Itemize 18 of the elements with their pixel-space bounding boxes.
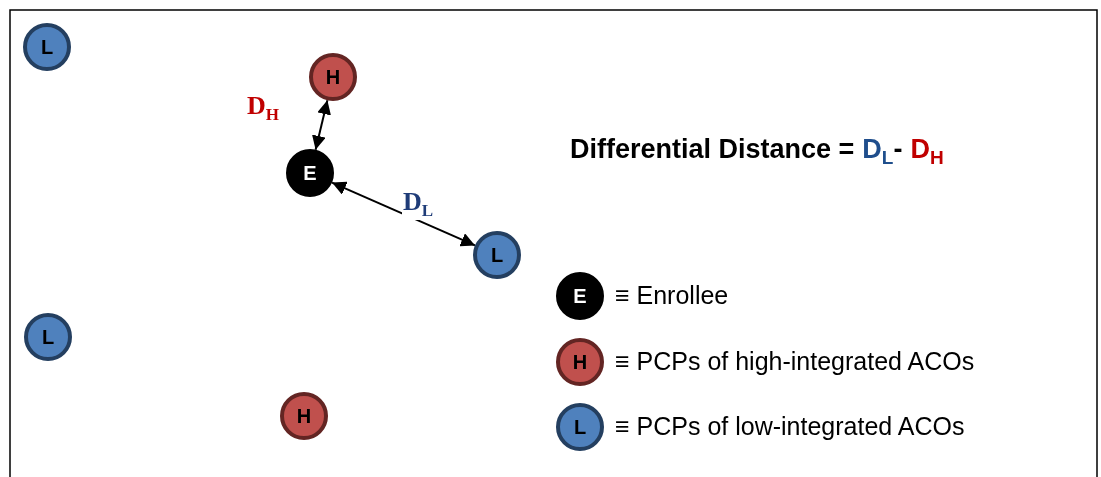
letter-circle: L [24,313,72,361]
letter-circle: L [473,231,521,279]
legend-text: ≡ PCPs of high-integrated ACOs [615,349,975,374]
distance-symbol: D$_{L}$ [862,136,894,168]
letter-circle: E [286,149,334,197]
double-arrow [331,181,476,247]
legend-symbol: H [556,338,604,386]
double-arrow [312,99,331,151]
legend-text: ≡ PCPs of low-integrated ACOs [615,414,965,439]
legend-symbol: L [556,403,604,451]
legend-text: ≡ Enrollee [615,283,729,308]
letter-circle: H [309,53,357,101]
formula-text: Differential Distance = [570,136,855,163]
minus-sign: - [893,136,903,163]
letter-circle: H [280,392,328,440]
letter-circle: L [23,23,71,71]
distance-symbol: D$_{H}$ [910,136,944,168]
legend-symbol: E [556,272,604,320]
